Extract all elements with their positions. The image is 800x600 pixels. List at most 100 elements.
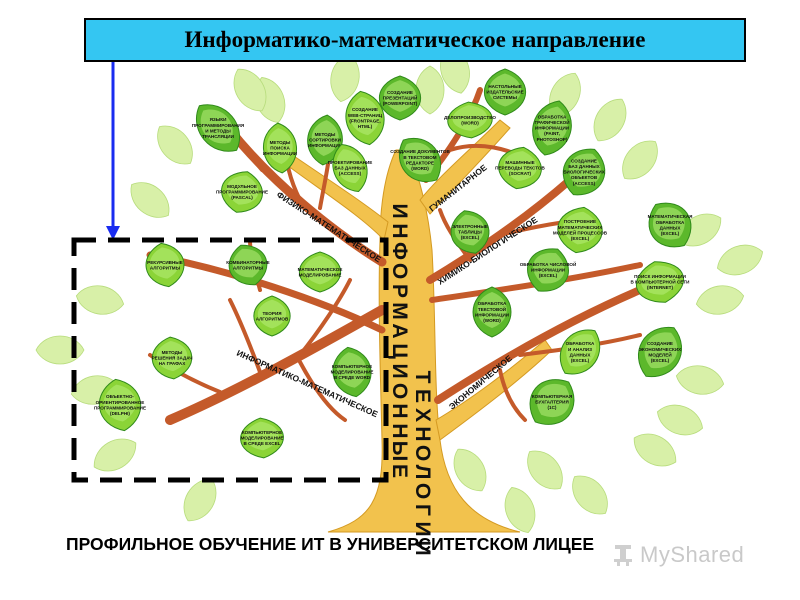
leaf-highlight (103, 384, 136, 422)
leaf-label-line: ИНФОРМАЦИИ (475, 312, 509, 317)
leaf-highlight (200, 109, 233, 144)
watermark: MyShared (612, 541, 744, 569)
leaf-label-line: ИНФОРМАЦИИ (308, 143, 342, 148)
leaf-label-line: ПОИСК ИНФОРМАЦИИ (634, 274, 686, 279)
arrow (106, 60, 120, 240)
leaf-label-line: ОБЪЕКТОВ (571, 175, 598, 180)
leaf-label-line: АЛГОРИТМЫ (150, 265, 181, 270)
branch-chem-bio (426, 176, 574, 284)
leaf-label-line: ИНФОРМАЦИИ (535, 126, 569, 131)
leaf-label-line: КОМПЬЮТЕРНОЕ (242, 430, 282, 435)
trunk-letter: Г (411, 504, 434, 516)
background-leaf (622, 140, 658, 180)
leaf-highlight (311, 120, 339, 156)
leaf-label-line: АЛГОРИТМЫ (233, 265, 264, 270)
leaf-label-line: РЕКУРСИВНЫЕ (147, 260, 183, 265)
leaf-label-line: СОЗДАНИЕ (571, 158, 597, 163)
leaf-highlight (232, 248, 262, 278)
leaf-highlight (563, 211, 598, 245)
background-leaf (75, 285, 125, 315)
footer-caption: ПРОФИЛЬНОЕ ОБУЧЕНИЕ ИТ В УНИВЕРСИТЕТСКОМ… (66, 534, 595, 554)
leaf-highlight (267, 128, 293, 164)
leaf-label-line: СОЗДАНИЕ ДОКУМЕНТОВ (390, 149, 450, 154)
leaf-label-line: PHOTOSHOP) (537, 137, 568, 142)
leaf-label-line: АЛГОРИТМОВ (256, 316, 289, 321)
leaf-label-line: ПРОЕКТИРОВАНИЕ (328, 160, 373, 165)
leaf-label-line: МАШИННЫЕ (505, 160, 534, 165)
background-leaf (35, 335, 85, 365)
branch-econ-twig-2 (498, 368, 527, 422)
leaf-label-line: HTML) (358, 124, 373, 129)
branch-informatics-twig-1 (298, 278, 352, 357)
trunk-letter: И (411, 521, 434, 536)
leaf-records: ДЕЛОПРОИЗВОДСТВО(WORD) (444, 101, 496, 139)
trunk-letter: Т (411, 371, 434, 384)
background-leaf (675, 365, 725, 395)
trunk-letter: М (388, 302, 411, 320)
trunk-letter: Н (388, 223, 411, 238)
leaf-label-line: WEB-СТРАНИЦ (348, 113, 383, 118)
trunk-letter: Н (411, 426, 434, 441)
background-leaf (330, 53, 360, 103)
leaf-label-line: ТЕОРИЯ (262, 311, 281, 316)
leaf-label-line: КОМПЬЮТЕРНОЕ (332, 364, 372, 369)
leaf-label-line: ПРОГРАММИРОВАНИЯ (192, 123, 244, 128)
leaf-label-line: (SOCRAT) (509, 171, 532, 176)
branch-informatics (165, 305, 387, 425)
leaf-label-line: МАТЕМАТИЧЕСКОЕ (298, 267, 343, 272)
leaf-label-line: МОДЕЛИРОВАНИЕ (299, 272, 342, 277)
leaf-highlight (150, 247, 180, 279)
leaf-label-line: ГРАФИЧЕСКОЙ (535, 118, 570, 125)
leaf-label-line: (PASCAL) (231, 195, 253, 200)
leaf-label-line: МЕТОДЫ (315, 132, 336, 137)
leaf-label-line: (ACCESS) (339, 171, 362, 176)
leaf-label-line: БИОЛОГИЧЕСКИХ (563, 170, 605, 175)
leaf-label-line: БАЗ ДАННЫХ (334, 166, 366, 171)
trunk-letter: О (411, 483, 434, 499)
leaf-label-line: В СРЕДЕ EXCEL (244, 441, 281, 446)
background-leaf (93, 438, 137, 472)
leaf-label-line: СОРТИРОВКИ (309, 138, 341, 143)
leaf-label-line: (EXCEL) (539, 273, 558, 278)
leaf-label-line: РЕШЕНИЯ ЗАДАЧ (152, 356, 193, 361)
trunk-letter: И (388, 363, 411, 378)
leaf-label-line: ТЕКСТОВОЙ (478, 305, 506, 312)
leaf-highlight (349, 96, 380, 136)
leaf-label-line: ЯЗЫКИ (210, 117, 227, 122)
leaf-label-line: ЭЛЕКТРОННЫЕ (452, 224, 488, 229)
leaf-highlight (336, 149, 363, 184)
leaf-label-line: НАСТОЛЬНЫЕ (488, 84, 521, 89)
leaf-label-line: И АНАЛИЗ (568, 347, 592, 352)
leaf-label-line: ПРОГРАММИРОВАНИЕ (94, 405, 146, 410)
leaf-label-line: ЭКОНОМИЧЕСКИХ (639, 347, 682, 352)
leaf-label-line: (FRONTPAGE, (349, 118, 380, 123)
trunk-letter: И (411, 540, 434, 555)
leaf-highlight (226, 175, 259, 205)
leaf-label-line: МАТЕМАТИЧЕСКИХ (558, 225, 604, 230)
trunk-letter: Ф (388, 242, 411, 260)
